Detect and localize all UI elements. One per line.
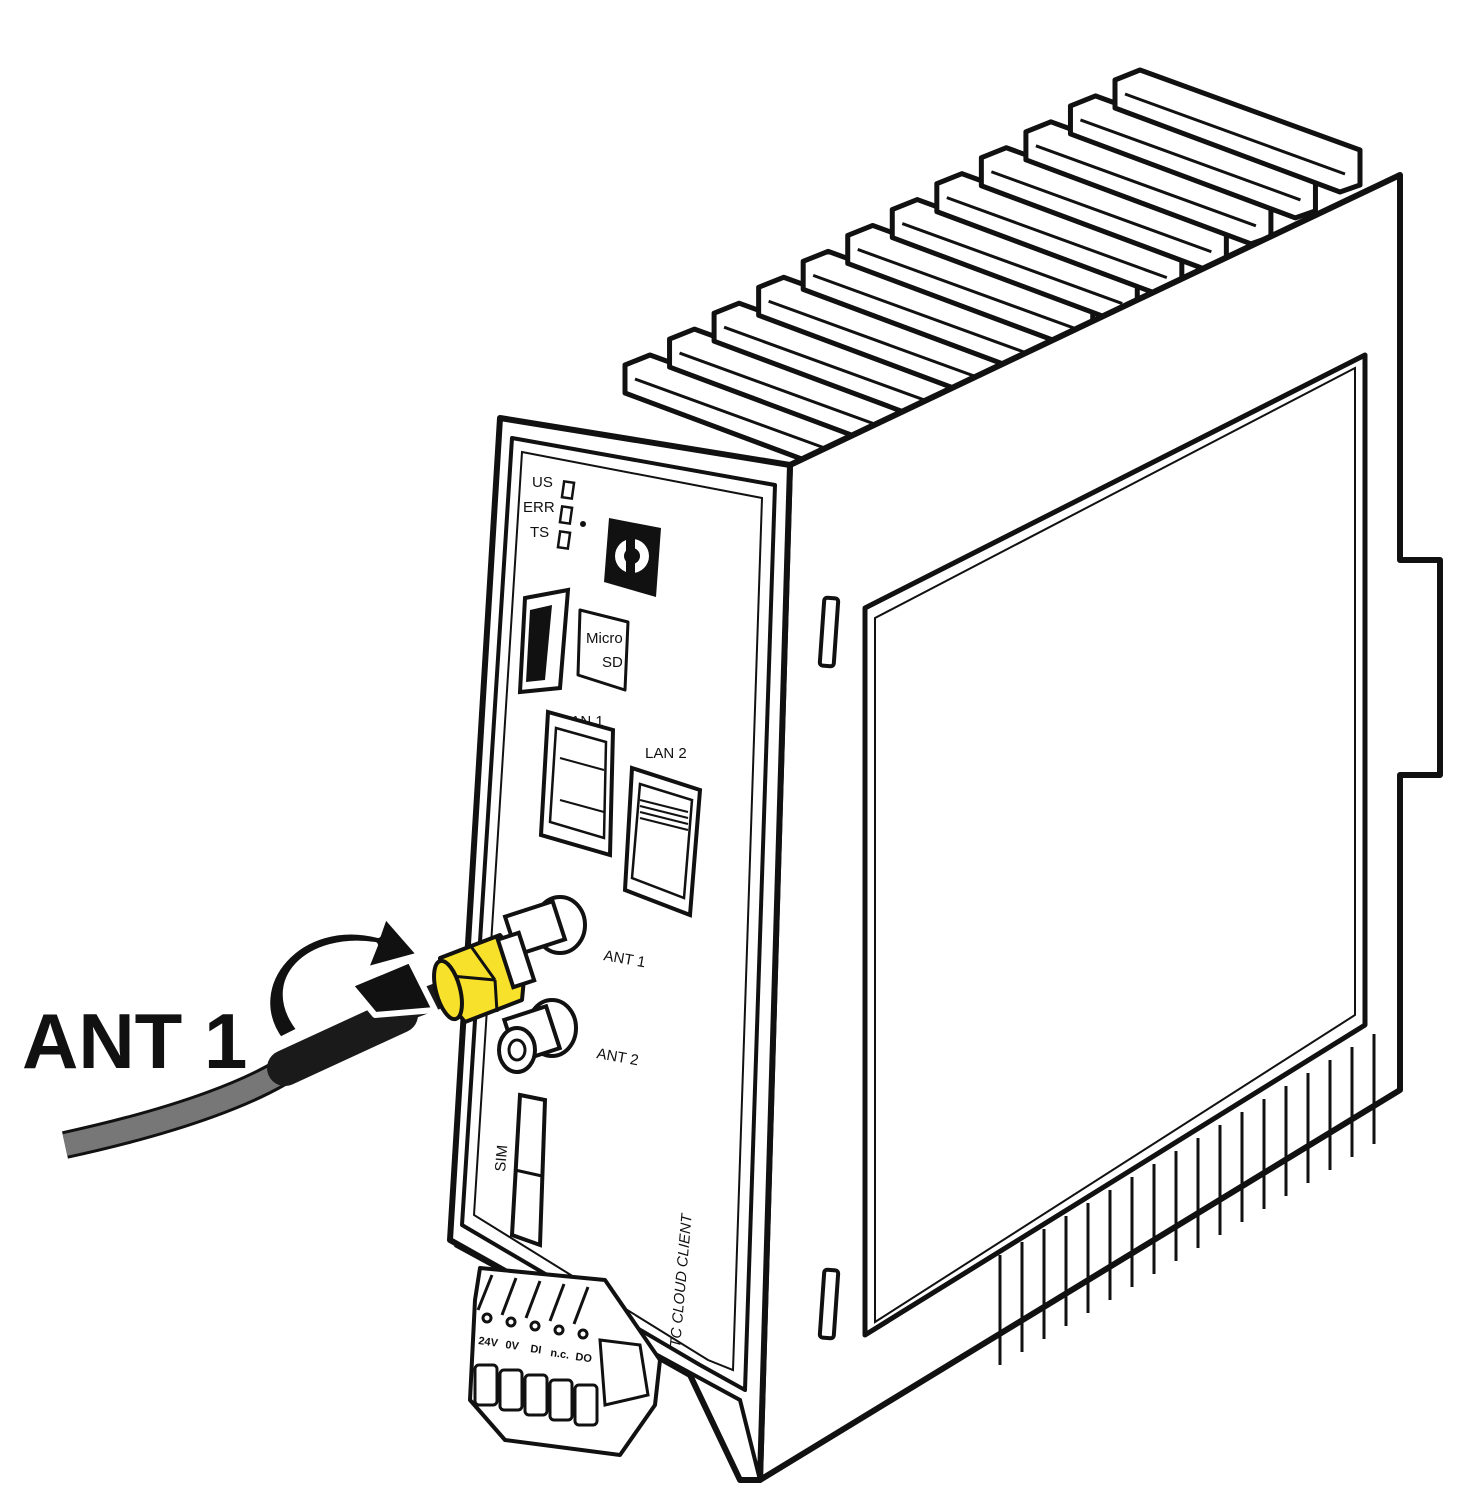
heatsink-fin-edge [723, 325, 945, 409]
led-label-err: ERR [523, 499, 555, 516]
sd-label-micro: Micro [586, 630, 623, 647]
heatsink-fin-edge [679, 351, 901, 435]
terminal-24v: 24V [478, 1335, 500, 1350]
heatsink-fin-edge [768, 299, 990, 383]
heatsink-fin-edge [1035, 144, 1257, 228]
heatsink-fin-edge [901, 222, 1123, 305]
lan-ports: LAN 1 LAN 2 [538, 709, 703, 918]
callout-label: ANT 1 [22, 997, 247, 1085]
lan2-label: LAN 2 [645, 745, 687, 762]
terminal-block: 24V 0V DI n.c. DO [468, 1266, 662, 1457]
heatsink-fin-edge [812, 273, 1034, 357]
terminal-do: DO [575, 1351, 593, 1365]
heatsink-fin [1067, 93, 1318, 221]
heatsink-fin-edge [1124, 92, 1346, 176]
terminal-di: DI [530, 1343, 543, 1356]
led-label-us: US [532, 474, 553, 491]
terminal-nc: n.c. [550, 1347, 570, 1362]
sim-slot: SIM [492, 1092, 548, 1248]
heatsink-fin-edge [857, 248, 1079, 331]
heatsink-fin-edge [946, 196, 1168, 280]
led-label-ts: TS [530, 524, 549, 541]
heatsink-fin-edge [1079, 118, 1301, 202]
microsd-slot: Micro SD [517, 587, 630, 695]
top-fins [622, 67, 1363, 480]
sd-label-sd: SD [602, 654, 623, 671]
brand-logo-icon [604, 518, 661, 597]
tighten-arrow-icon [264, 912, 438, 1043]
sma-connector [432, 930, 537, 1024]
heatsink-fin-edge [634, 377, 856, 461]
device-side-body [757, 172, 1443, 1483]
heatsink-fin [1112, 67, 1363, 195]
led-indicators: US ERR TS [523, 474, 586, 551]
antenna-sockets: ANT 1 ANT 2 [497, 895, 647, 1074]
heatsink-fin-edge [990, 170, 1212, 254]
sim-label: SIM [492, 1144, 511, 1172]
terminal-0v: 0V [505, 1339, 521, 1353]
